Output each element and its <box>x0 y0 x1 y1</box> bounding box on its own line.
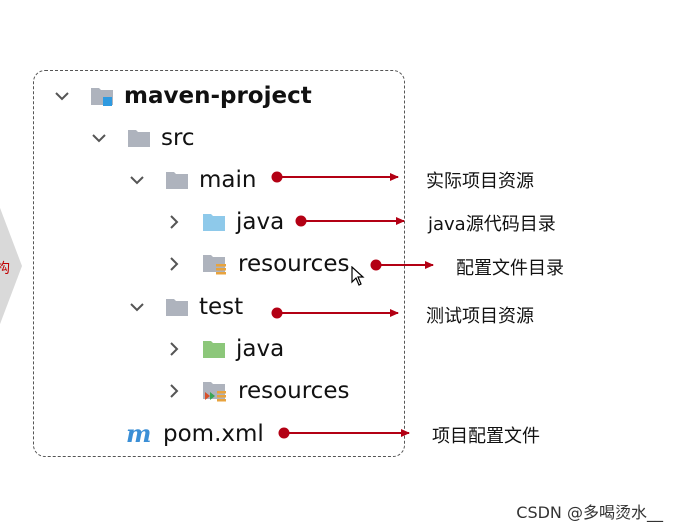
tree-row-src[interactable]: src <box>89 121 195 155</box>
tree-row-test-java[interactable]: java <box>164 332 284 366</box>
annotation-main: 实际项目资源 <box>426 171 534 192</box>
folder-icon <box>165 169 189 191</box>
svg-text:m: m <box>126 422 151 446</box>
tree-label-test-java: java <box>236 336 285 362</box>
watermark: CSDN @多喝烫水__ <box>516 503 663 522</box>
annotation-main-resources: 配置文件目录 <box>456 258 564 279</box>
module-folder-icon <box>90 85 114 107</box>
folder-icon <box>127 127 151 149</box>
arrow-main <box>271 171 399 183</box>
tree-row-test[interactable]: test <box>127 290 243 324</box>
chevron-down-icon[interactable] <box>52 86 72 106</box>
tree-row-pom[interactable]: m pom.xml <box>125 417 264 451</box>
annotation-test: 测试项目资源 <box>426 306 534 327</box>
resources-folder-icon <box>202 252 228 276</box>
chevron-right-icon[interactable] <box>164 339 184 359</box>
tree-label-pom: pom.xml <box>163 421 264 447</box>
tree-row-root[interactable]: maven-project <box>52 79 312 113</box>
tree-label-test: test <box>199 294 244 320</box>
tree-label-test-resources: resources <box>238 378 350 404</box>
chevron-down-icon[interactable] <box>89 128 109 148</box>
tree-label-main-resources: resources <box>238 251 350 277</box>
test-resources-folder-icon <box>202 379 228 403</box>
tree-label-main: main <box>199 167 257 193</box>
tree-row-main-resources[interactable]: resources <box>164 247 349 281</box>
tree-label-main-java: java <box>236 209 285 235</box>
tree-row-main-java[interactable]: java <box>164 205 284 239</box>
annotation-main-java: java源代码目录 <box>428 214 556 235</box>
chevron-right-icon[interactable] <box>164 381 184 401</box>
tree-label-root: maven-project <box>124 83 312 109</box>
source-folder-icon <box>202 211 226 233</box>
test-source-folder-icon <box>202 338 226 360</box>
chevron-right-icon[interactable] <box>164 254 184 274</box>
chevron-down-icon[interactable] <box>127 170 147 190</box>
chevron-down-icon[interactable] <box>127 297 147 317</box>
arrow-test <box>271 307 399 319</box>
arrow-main-java <box>295 215 405 227</box>
folder-icon <box>165 296 189 318</box>
tree-label-src: src <box>161 125 195 151</box>
diagram-tab-label: 构 <box>0 261 10 277</box>
chevron-right-icon[interactable] <box>164 212 184 232</box>
tree-row-test-resources[interactable]: resources <box>164 374 349 408</box>
annotation-pom: 项目配置文件 <box>432 426 540 447</box>
tree-row-main[interactable]: main <box>127 163 256 197</box>
mouse-cursor-icon <box>351 265 365 290</box>
arrow-pom <box>278 427 410 439</box>
maven-icon: m <box>125 422 157 446</box>
arrow-main-resources <box>370 259 434 271</box>
project-tree-frame <box>33 70 405 457</box>
